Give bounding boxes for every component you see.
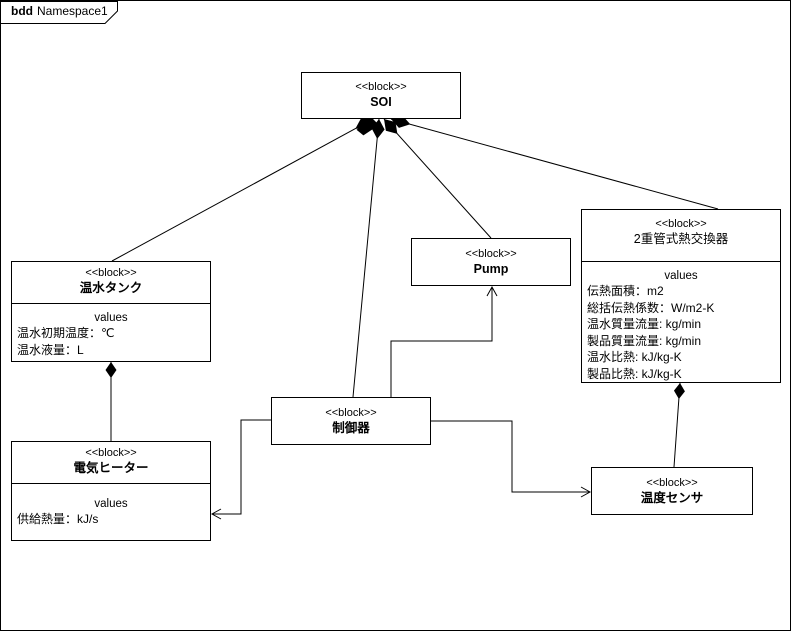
attribute-list: 温水初期温度：℃ 温水液量：L (12, 325, 210, 358)
values-label: values (94, 498, 128, 510)
block-name: 温度センサ (640, 491, 704, 505)
block-double-pipe-heat-exchanger[interactable]: <<block>> 2重管式熱交換器 values 伝熱面積：m2 総括伝熱係数：… (581, 209, 781, 383)
composition-tank-heater[interactable] (105, 362, 117, 441)
values-compartment: values 供給熱量：kJ/s (12, 483, 210, 528)
block-name: 制御器 (332, 421, 370, 435)
stereotype-label: <<block>> (355, 81, 407, 93)
values-label: values (664, 270, 698, 282)
stereotype-label: <<block>> (85, 267, 137, 279)
stereotype-label: <<block>> (646, 477, 698, 489)
values-compartment: values 温水初期温度：℃ 温水液量：L (12, 303, 210, 358)
composition-exchanger-sensor[interactable] (673, 382, 685, 468)
block-soi[interactable]: <<block>> SOI (301, 72, 461, 119)
diagram-frame-tab: bdd Namespace1 (1, 1, 119, 23)
values-label: values (94, 312, 128, 324)
title-compartment: <<block>> 2重管式熱交換器 (582, 210, 780, 261)
open-arrowhead (580, 486, 592, 498)
attribute-line: 温水初期温度：℃ (17, 326, 115, 340)
block-controller[interactable]: <<block>> 制御器 (271, 397, 431, 445)
attribute-line: 温水比熱: kJ/kg-K (587, 350, 682, 364)
attribute-line: 温水質量流量: kg/min (587, 317, 702, 331)
block-temperature-sensor[interactable]: <<block>> 温度センサ (591, 467, 753, 515)
attribute-line: 製品比熱: kJ/kg-K (587, 366, 682, 381)
block-name: 電気ヒーター (73, 461, 149, 475)
attribute-list: 供給熱量：kJ/s (12, 511, 210, 528)
attribute-line: 伝熱面積：m2 (587, 284, 664, 298)
diagram-kind-label: bdd (11, 4, 33, 18)
title-compartment: <<block>> Pump (412, 239, 570, 277)
title-compartment: <<block>> 温度センサ (592, 468, 752, 506)
block-hot-water-tank[interactable]: <<block>> 温水タンク values 温水初期温度：℃ 温水液量：L (11, 261, 211, 362)
composition-soi-exchanger[interactable] (389, 113, 719, 210)
title-compartment: <<block>> 電気ヒーター (12, 442, 210, 483)
association-controller-pump[interactable] (390, 285, 498, 397)
attribute-line: 総括伝熱係数：W/m2-K (587, 300, 715, 315)
diagram-frame-tab-shape (1, 1, 118, 24)
open-arrowhead (210, 508, 222, 520)
diagram-name-label: Namespace1 (37, 4, 108, 18)
block-electric-heater[interactable]: <<block>> 電気ヒーター values 供給熱量：kJ/s (11, 441, 211, 541)
association-controller-sensor[interactable] (431, 420, 592, 498)
block-name: Pump (473, 262, 509, 276)
composition-soi-pump[interactable] (379, 115, 492, 239)
stereotype-label: <<block>> (655, 218, 707, 230)
title-compartment: <<block>> SOI (302, 73, 460, 110)
composition-soi-tank[interactable] (111, 113, 379, 262)
stereotype-label: <<block>> (325, 407, 377, 419)
title-compartment: <<block>> 制御器 (272, 398, 430, 436)
values-compartment: values 伝熱面積：m2 総括伝熱係数：W/m2-K 温水質量流量: kg/mi… (582, 261, 780, 382)
association-controller-heater[interactable] (210, 419, 271, 520)
composition-soi-controller[interactable] (352, 118, 385, 398)
attribute-line: 供給熱量：kJ/s (17, 512, 99, 526)
stereotype-label: <<block>> (85, 447, 137, 459)
stereotype-label: <<block>> (465, 248, 517, 260)
block-name: 温水タンク (79, 281, 143, 295)
block-name: SOI (370, 95, 392, 109)
attribute-line: 製品質量流量: kg/min (587, 333, 702, 348)
attribute-list: 伝熱面積：m2 総括伝熱係数：W/m2-K 温水質量流量: kg/min 製品質量流量… (582, 283, 780, 382)
block-pump[interactable]: <<block>> Pump (411, 238, 571, 286)
title-compartment: <<block>> 温水タンク (12, 262, 210, 303)
open-arrowhead (486, 285, 498, 297)
attribute-line: 温水液量：L (17, 342, 84, 357)
block-name: 2重管式熱交換器 (633, 232, 729, 246)
